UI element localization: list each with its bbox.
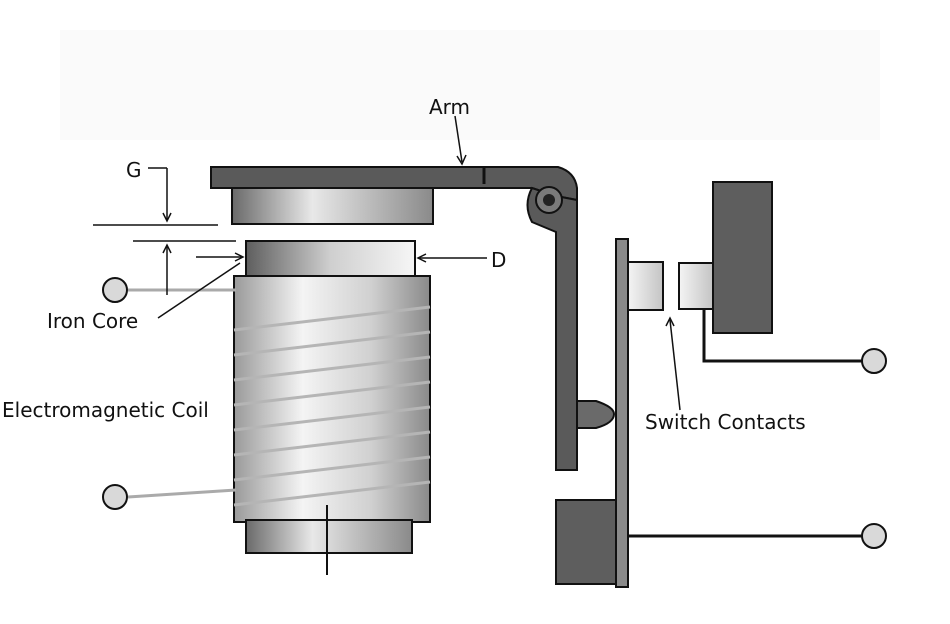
terminal-lower: [102, 484, 128, 510]
armature-plate: [231, 187, 434, 225]
arm: [210, 166, 616, 471]
gap-label: G: [126, 158, 142, 182]
vertical-arm: [526, 186, 578, 471]
arm-pointer-head: [456, 154, 467, 166]
contact-spring-strip: [615, 238, 629, 588]
switch-assembly: [555, 181, 887, 588]
terminal-upper: [102, 277, 128, 303]
upper-contact-wire: [702, 310, 862, 363]
pivot-pin: [543, 194, 555, 206]
annotations: [93, 115, 681, 411]
iron-core-top: [245, 240, 416, 280]
switch-terminal-upper: [861, 348, 887, 374]
electromagnet: [233, 240, 431, 575]
moving-contact: [627, 261, 664, 311]
coil-label: Electromagnetic Coil: [2, 398, 209, 422]
arm-pointer: [454, 115, 463, 163]
coil-terminals: [102, 277, 237, 510]
background-smudge: [60, 30, 880, 140]
distance-label: D: [491, 248, 506, 272]
fixed-contact: [678, 262, 714, 310]
coil-bottom-cap: [245, 519, 413, 554]
terminal-wire-lower: [127, 488, 237, 499]
switch-contacts-label: Switch Contacts: [645, 410, 806, 434]
arm-label: Arm: [429, 95, 470, 119]
gap-arrow-lower-head: [162, 243, 172, 254]
switch-contacts-pointer-head: [665, 316, 675, 327]
switch-contacts-pointer: [669, 319, 681, 411]
arm-bump: [576, 400, 616, 429]
coil-windings: [233, 305, 431, 507]
lower-fixed-block: [555, 499, 617, 585]
iron-core-label: Iron Core: [47, 309, 138, 333]
switch-terminal-lower: [861, 523, 887, 549]
upper-fixed-block: [712, 181, 773, 334]
distance-arrow-right-head: [416, 253, 427, 263]
iron-core-pointer: [157, 262, 241, 319]
gap-arrow-upper-head: [162, 212, 172, 223]
distance-arrow-left-head: [234, 252, 245, 262]
